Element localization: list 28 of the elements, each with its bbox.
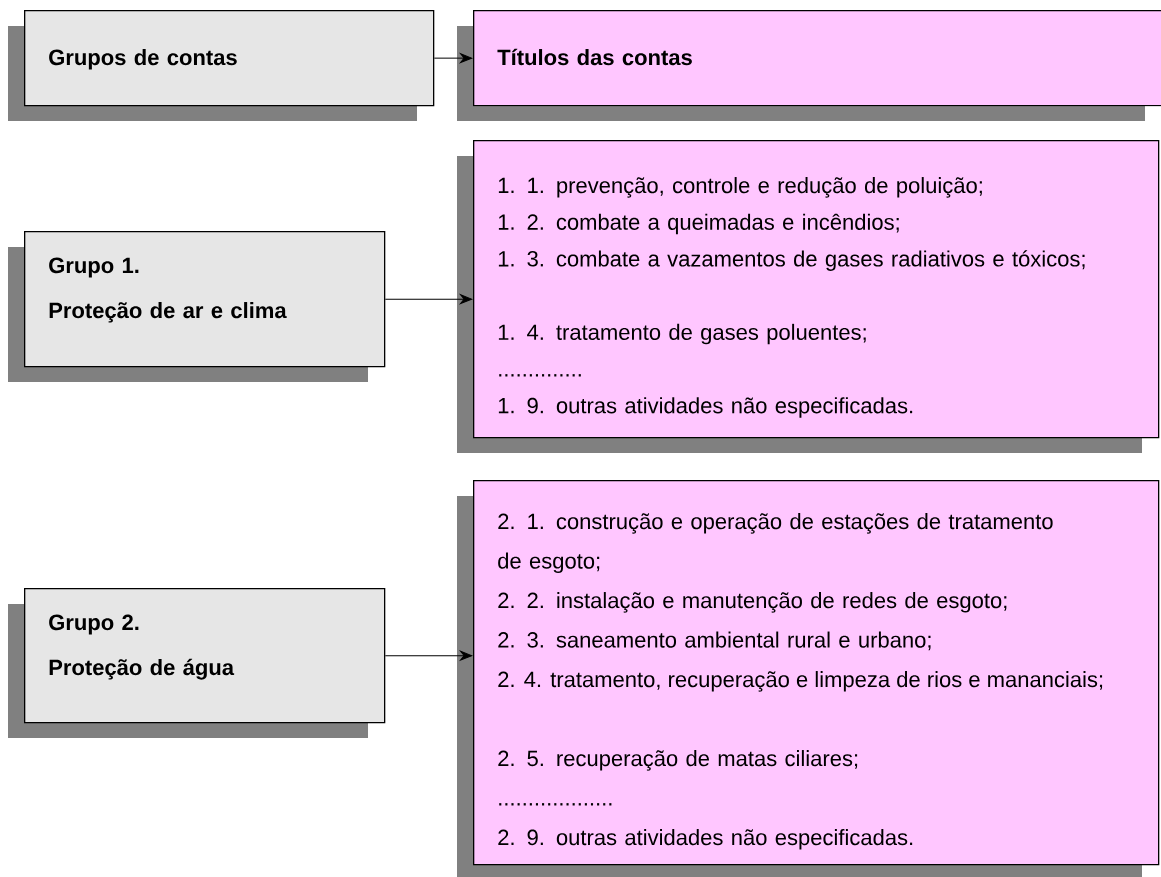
arrow [384, 650, 473, 661]
list-box [457, 480, 1160, 877]
heading: Proteção de água [49, 658, 235, 680]
group-box [8, 588, 386, 738]
list-item: 1. 1. prevenção, controle e redução de poluição; [498, 177, 982, 198]
heading: Proteção de ar e clima [49, 302, 287, 323]
heading: Grupo 2. [49, 614, 139, 635]
heading: Grupo 1. [49, 257, 139, 278]
list-item: 2. 5. recuperação de matas ciliares; [498, 750, 858, 771]
heading: Títulos das contas [497, 48, 692, 66]
list-box [457, 10, 1161, 121]
list-item: 1. 4. tratamento de gases poluentes; [498, 323, 866, 345]
list-box [457, 140, 1160, 453]
arrow [433, 53, 473, 63]
arrow [384, 294, 473, 304]
list-item: 1. 2. combate a queimadas e incêndios; [498, 213, 899, 235]
group-box [8, 10, 435, 121]
group-box [8, 231, 386, 382]
list-item: 2. 9. outras atividades não especificadas. [498, 829, 913, 850]
list-item: 2. 1. construção e operação de estações de tratamento de esgoto; [498, 513, 1053, 574]
list-item: 2. 4. tratamento, recuperação e limpeza de rios e mananciais; [498, 671, 1103, 692]
heading: Grupos de contas [49, 49, 237, 70]
list-item: 1. 3. combate a vazamentos de gases radiativos e tóxicos; [498, 250, 1085, 271]
list-item: 2. 3. saneamento ambiental rural e urbano; [498, 631, 931, 651]
list-item: 1. 9. outras atividades não especificadas. [498, 397, 913, 418]
list-item: .............. [499, 374, 581, 377]
list-item: ................... [499, 803, 612, 806]
list-item: 2. 2. instalação e manutenção de redes de esgoto; [498, 592, 1007, 613]
